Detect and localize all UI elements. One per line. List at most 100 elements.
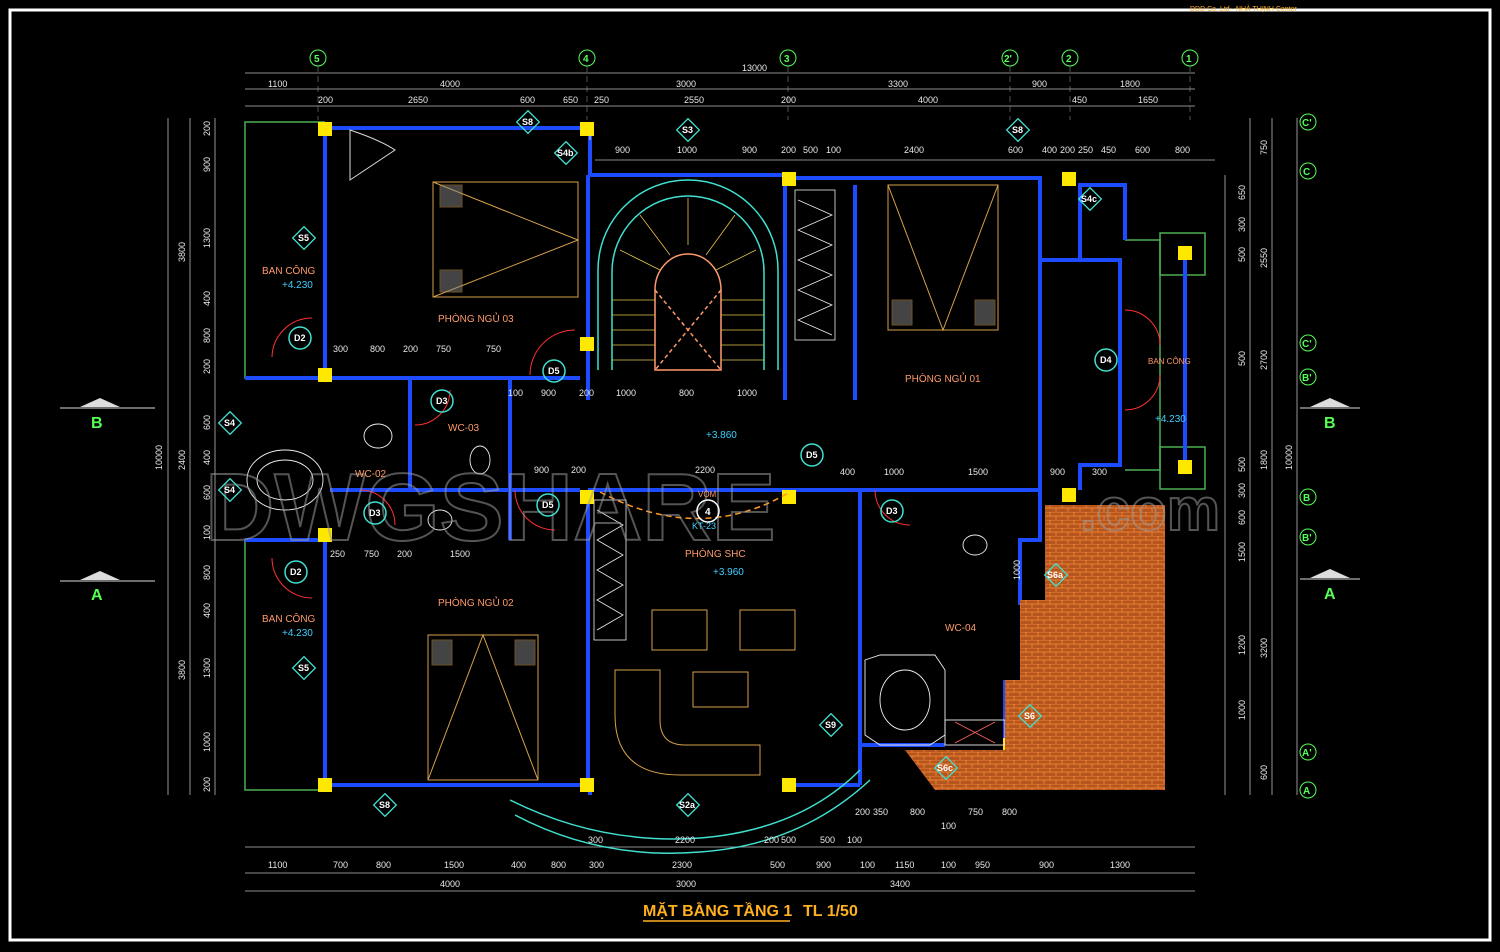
svg-text:100: 100 — [508, 388, 523, 398]
grid-label: 5 — [314, 54, 320, 65]
dim-bottom: 1300 — [1110, 860, 1130, 870]
grid-label: 1 — [1186, 54, 1192, 65]
door-tag-d2: D2 — [294, 333, 306, 343]
svg-text:300: 300 — [1092, 467, 1107, 477]
bed-room1 — [887, 184, 999, 332]
tag-s5: S5 — [298, 233, 309, 243]
bed-room3 — [432, 181, 580, 298]
tag-s9: S9 — [825, 720, 836, 730]
grid-bubbles-top — [309, 49, 1199, 67]
svg-text:200: 200 — [855, 807, 870, 817]
grid-label: 2 — [1066, 54, 1072, 65]
svg-text:750: 750 — [436, 344, 451, 354]
dim-left2: 1300 — [202, 228, 212, 248]
dim-top3: 500 — [803, 145, 818, 155]
dim-right2: 300 — [1237, 217, 1247, 232]
door-tag-d4: D4 — [1100, 355, 1112, 365]
dim-top3: 200 — [1060, 145, 1075, 155]
drawing-title: MẶT BẰNG TẦNG 1 — [643, 901, 792, 920]
svg-text:1500: 1500 — [968, 467, 988, 477]
svg-text:900: 900 — [541, 388, 556, 398]
dim-right2: 300 — [1237, 483, 1247, 498]
level-balcony-bottom: +4.230 — [282, 628, 313, 639]
wardrobes — [593, 189, 836, 641]
dim-top: 3300 — [888, 79, 908, 89]
dim-top3: 100 — [826, 145, 841, 155]
door-tag-d5: D5 — [548, 366, 560, 376]
door-tag-d5: D5 — [542, 500, 554, 510]
room-label-wc3: WC-03 — [448, 423, 480, 434]
level-balcony-top: +4.230 — [282, 280, 313, 291]
grid-label: C' — [1302, 118, 1312, 129]
dim-top2: 4000 — [918, 95, 938, 105]
dim-right2: 600 — [1237, 510, 1247, 525]
svg-text:200: 200 — [579, 388, 594, 398]
svg-text:200: 200 — [403, 344, 418, 354]
door-tag-d2: D2 — [290, 567, 302, 577]
dim-top3: 600 — [1135, 145, 1150, 155]
dim-left2: 800 — [202, 328, 212, 343]
room-label-balcony-top: BAN CÔNG — [262, 264, 316, 277]
svg-text:300: 300 — [333, 344, 348, 354]
inner-dimensions: 300 800 200 750 750 100 900 200 1000 800… — [330, 344, 1107, 845]
svg-text:200: 200 — [397, 549, 412, 559]
dim-left2: 200 — [202, 121, 212, 136]
dim-right: 2700 — [1259, 350, 1269, 370]
svg-text:750: 750 — [486, 344, 501, 354]
diamond-tags — [217, 109, 1103, 818]
dim-left2: 400 — [202, 603, 212, 618]
tag-s5: S5 — [298, 663, 309, 673]
svg-text:1500: 1500 — [450, 549, 470, 559]
grid-label: B — [1303, 493, 1310, 504]
dim-top2: 1650 — [1138, 95, 1158, 105]
tag-s4: S4 — [224, 485, 235, 495]
dim-right2: 500 — [1237, 247, 1247, 262]
room-label-balcony-bottom: BAN CÔNG — [262, 612, 316, 625]
dim-top-total: 13000 — [742, 63, 767, 73]
section-tag-kt: KT-23 — [692, 521, 716, 531]
grid-bubbles-right — [1299, 113, 1317, 799]
svg-text:400: 400 — [840, 467, 855, 477]
grid-label: B' — [1302, 533, 1312, 544]
level-living: +3.960 — [713, 567, 744, 578]
dim-top3: 250 — [1078, 145, 1093, 155]
section-marker-a-right: A — [1300, 569, 1360, 603]
svg-text:1000: 1000 — [616, 388, 636, 398]
svg-text:B: B — [91, 415, 103, 432]
bay-window-curve — [509, 769, 861, 840]
door-tag-circles — [284, 326, 1118, 584]
door-tag-d3: D3 — [886, 506, 898, 516]
dim-right2: 650 — [1237, 185, 1247, 200]
tag-s4c: S4c — [1081, 194, 1097, 204]
stair-treads — [612, 198, 764, 361]
room-label-dome: VÒM — [698, 490, 717, 499]
svg-text:1000: 1000 — [1012, 560, 1022, 580]
room-label-bedroom3: PHÒNG NGỦ 03 — [438, 312, 514, 325]
svg-text:800: 800 — [1002, 807, 1017, 817]
svg-text:A: A — [1324, 586, 1336, 603]
dim-right: 750 — [1259, 140, 1269, 155]
dim-left: 2400 — [177, 450, 187, 470]
dim-top3: 900 — [615, 145, 630, 155]
dim-top2: 650 — [563, 95, 578, 105]
svg-text:350: 350 — [873, 807, 888, 817]
dim-top2: 450 — [1072, 95, 1087, 105]
svg-text:2200: 2200 — [675, 835, 695, 845]
spiral-staircase — [597, 179, 779, 371]
watermark-suffix: .com — [1080, 476, 1220, 543]
dim-left2: 800 — [202, 565, 212, 580]
level-balcony-right: +4.230 — [1155, 414, 1186, 425]
section-tag-number: 4 — [705, 507, 711, 518]
grid-axis-lines — [317, 66, 1191, 120]
dim-bottom: 700 — [333, 860, 348, 870]
dim-top: 1100 — [268, 79, 287, 89]
dim-left2: 200 — [202, 777, 212, 792]
drawing-scale: TL 1/50 — [803, 903, 858, 920]
svg-text:750: 750 — [968, 807, 983, 817]
tag-s8: S8 — [1012, 125, 1023, 135]
dim-left2: 600 — [202, 485, 212, 500]
svg-text:800: 800 — [910, 807, 925, 817]
door-tag-d5: D5 — [806, 450, 818, 460]
dim-top3: 1000 — [677, 145, 697, 155]
svg-text:500: 500 — [781, 835, 796, 845]
